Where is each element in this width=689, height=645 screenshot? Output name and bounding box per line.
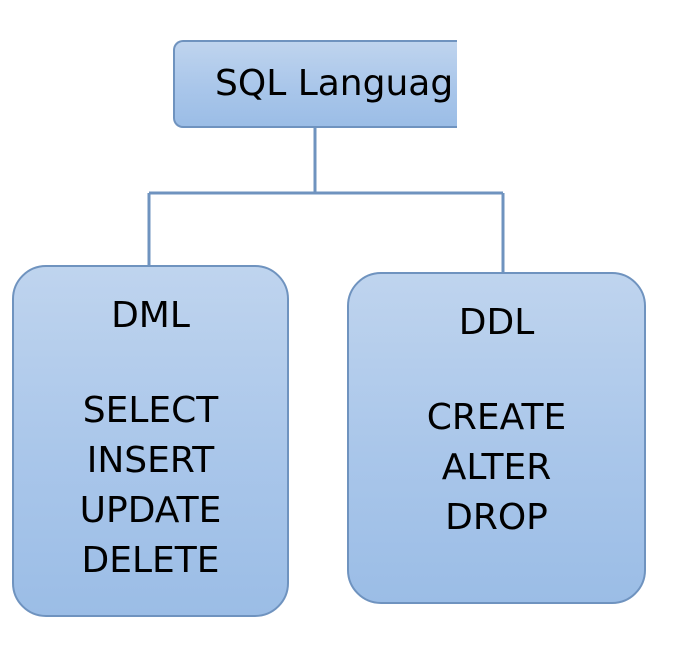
ddl-command-list: CREATE ALTER DROP [349, 393, 644, 543]
dml-node: DML SELECT INSERT UPDATE DELETE [12, 265, 289, 617]
ddl-command-drop: DROP [445, 497, 548, 538]
dml-command-insert: INSERT [86, 440, 215, 481]
sql-language-label: SQL Languag [215, 63, 454, 104]
dml-command-delete: DELETE [81, 540, 220, 581]
ddl-title: DDL [458, 302, 535, 343]
dml-title: DML [111, 295, 190, 336]
ddl-command-alter: ALTER [441, 447, 552, 488]
dml-command-select: SELECT [82, 390, 219, 431]
dml-command-list: SELECT INSERT UPDATE DELETE [14, 386, 287, 586]
sql-language-node: SQL Languag [173, 40, 457, 128]
ddl-node: DDL CREATE ALTER DROP [347, 272, 646, 604]
dml-command-update: UPDATE [79, 490, 222, 531]
ddl-command-create: CREATE [426, 397, 567, 438]
